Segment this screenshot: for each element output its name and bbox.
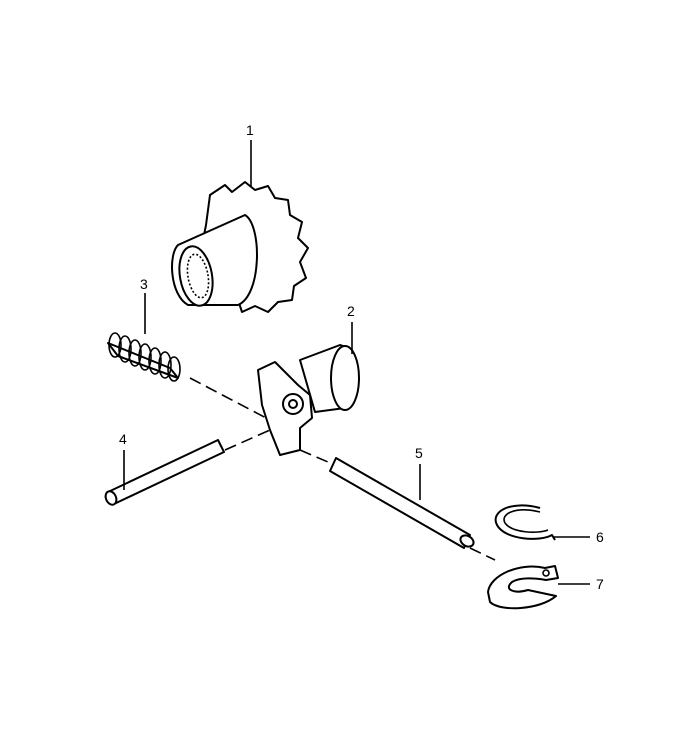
part-1-gear-sleeve [171, 181, 309, 313]
part-7-retaining-washer [487, 565, 559, 610]
part-6-circlip [494, 504, 556, 541]
callout-label-5: 5 [415, 445, 423, 461]
callout-label-7: 7 [596, 576, 604, 592]
part-4-short-pin [104, 439, 225, 506]
callout-label-3: 3 [140, 276, 148, 292]
callout-label-1: 1 [246, 122, 254, 138]
part-3-spring [107, 332, 181, 382]
part-5-long-pin [329, 457, 475, 549]
axis-line [224, 429, 271, 451]
axis-line [469, 547, 496, 561]
axis-line [189, 377, 271, 421]
callout-label-4: 4 [119, 431, 127, 447]
part-2-lever-shaft [257, 344, 360, 456]
axis-line [299, 449, 336, 466]
callout-label-6: 6 [596, 529, 604, 545]
callout-label-2: 2 [347, 303, 355, 319]
